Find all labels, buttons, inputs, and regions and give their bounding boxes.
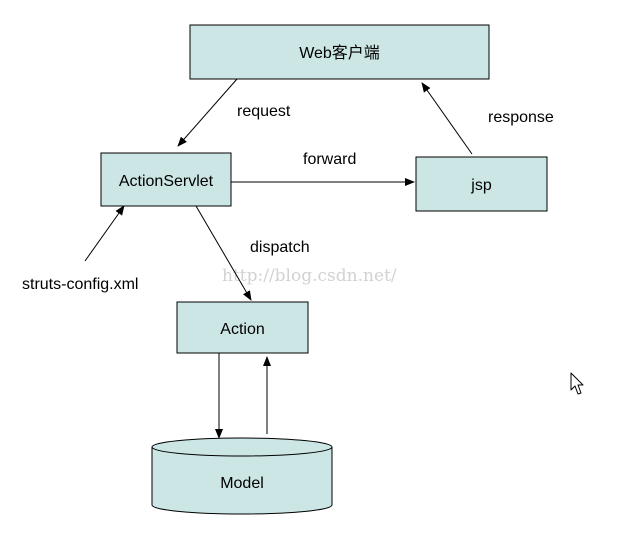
dispatch-label: dispatch: [250, 239, 310, 256]
request-arrow: [177, 78, 238, 147]
model-label: Model: [220, 475, 264, 492]
action-servlet-label: ActionServlet: [119, 173, 214, 190]
edges: [84, 78, 473, 439]
web-client-box: [189, 24, 490, 80]
node-model: Model: [151, 437, 333, 515]
config-arrow: [84, 205, 125, 262]
node-web-client: Web客户端: [189, 24, 490, 80]
forward-label: forward: [303, 151, 356, 168]
response-arrow: [421, 82, 473, 155]
jsp-label: jsp: [470, 177, 492, 194]
web-client-label: Web客户端: [299, 44, 380, 62]
model-cylinder-top: [151, 437, 333, 457]
dispatch-arrow: [195, 205, 252, 301]
watermark-text: http://blog.csdn.net/: [222, 266, 397, 286]
request-label: request: [237, 103, 291, 120]
mouse-pointer-icon: [570, 372, 584, 395]
node-action-servlet: ActionServlet: [100, 152, 232, 207]
action-servlet-box: [100, 152, 232, 207]
response-label: response: [488, 109, 554, 126]
jsp-box: [415, 156, 548, 212]
node-action: Action: [176, 301, 309, 354]
model-cylinder-body: [151, 447, 333, 515]
config-label: struts-config.xml: [22, 276, 138, 293]
action-box: [176, 301, 309, 354]
node-jsp: jsp: [415, 156, 548, 212]
action-label: Action: [220, 321, 264, 338]
